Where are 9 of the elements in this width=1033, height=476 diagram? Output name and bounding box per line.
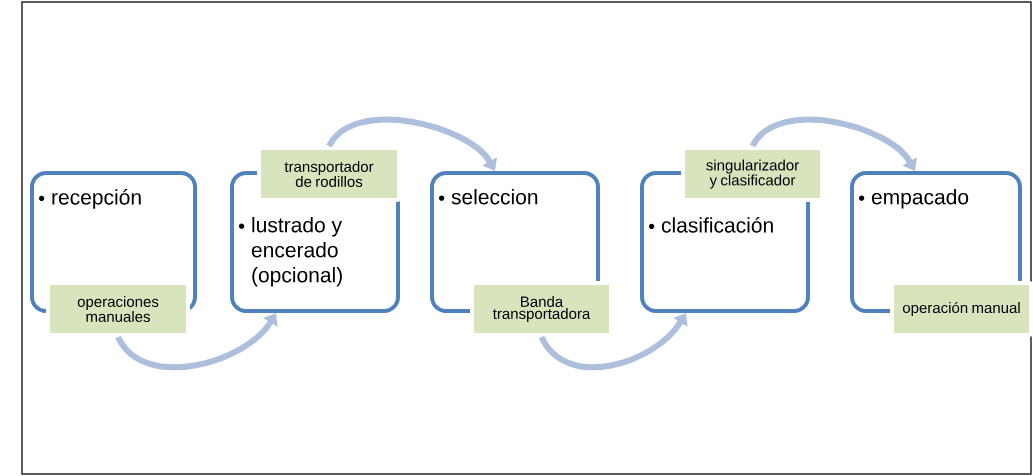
tag-box: operación manual	[890, 281, 1033, 337]
tag-box: transportador de rodillos	[257, 146, 401, 202]
tag-box: singularizador y clasificador	[681, 146, 824, 202]
curved-arrow	[538, 313, 688, 371]
tag-box: Banda transportadora	[470, 281, 613, 337]
curved-arrow	[750, 116, 917, 171]
tag-box: operaciones manuales	[46, 281, 190, 337]
curved-arrow	[115, 313, 278, 371]
curved-arrow	[326, 116, 497, 171]
